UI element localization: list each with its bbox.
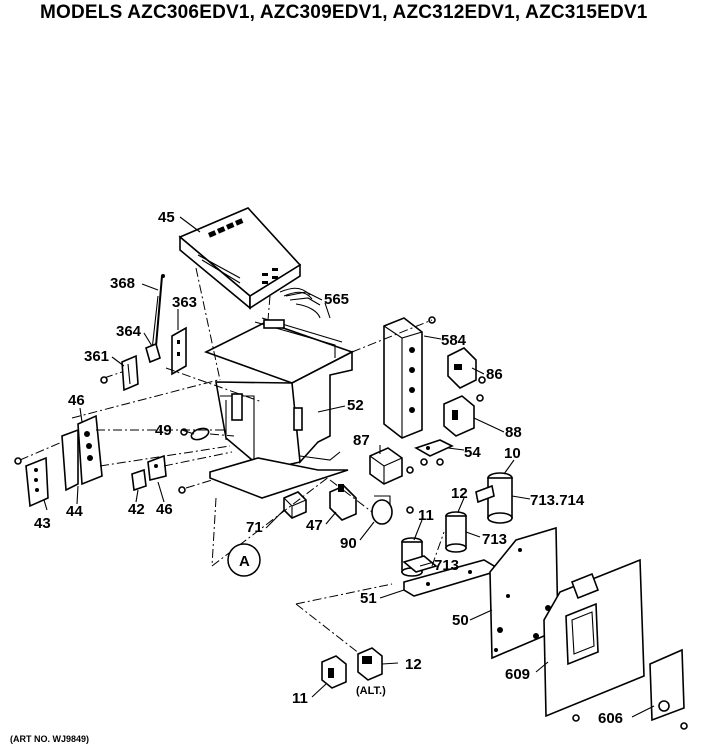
switch-11-alt [321,655,347,689]
page-title: MODELS AZC306EDV1, AZC309EDV1, AZC312EDV… [40,2,648,23]
capacitor-11 [401,537,438,577]
art-number: (ART NO. WJ9849) [10,734,90,744]
cover-plate-43 [25,456,49,508]
callout-71: 71 [246,519,263,536]
callout-12b: 12 [405,656,422,673]
callout-54: 54 [464,444,481,461]
callout-88: 88 [505,424,522,441]
callout-50: 50 [452,612,469,629]
leader-lines [43,216,655,718]
capacitor-10 [475,472,513,524]
panel-609 [543,558,645,722]
bracket-363 [171,326,187,376]
callout-10: 10 [504,445,521,462]
cover-606 [649,648,688,730]
thermistor-49 [180,427,210,441]
callout-labels: 45 368 363 565 584 364 361 86 46 52 88 4… [34,209,623,727]
switch-12-alt [357,647,383,681]
callout-42: 42 [128,501,145,518]
callout-364: 364 [116,323,142,340]
bracket-584 [383,316,436,439]
bracket-46b [147,454,167,481]
sensor-rod-368 [151,274,165,351]
callout-90: 90 [340,535,357,552]
switch-88 [443,394,484,437]
board-50 [489,526,559,660]
callout-363: 363 [172,294,197,311]
callout-584: 584 [441,332,467,349]
assembly-lines [71,267,445,655]
connector-71 [283,491,307,519]
callout-46a: 46 [68,392,85,409]
harness-565 [263,291,323,329]
callout-361: 361 [84,348,109,365]
capacitor-12 [445,511,467,553]
bracket-361 [100,354,139,392]
callout-44: 44 [66,503,83,520]
callout-51: 51 [360,590,377,607]
callout-a: A [239,553,250,570]
callout-43: 43 [34,515,51,532]
clip-42 [131,468,147,492]
callout-368: 368 [110,275,135,292]
callout-86: 86 [486,366,503,383]
callout-45: 45 [158,209,175,226]
callout-713-714: 713.714 [530,492,585,509]
callout-47: 47 [306,517,323,534]
callout-11a: 11 [418,507,434,524]
switch-86 [447,347,486,389]
callout-46b: 46 [156,501,173,518]
terminal-block-44 [61,414,103,492]
callout-565: 565 [324,291,349,308]
callout-12a: 12 [451,485,468,502]
capacitor-90 [371,495,414,525]
callout-713a: 713 [482,531,507,548]
clip-364 [145,342,161,364]
callout-713b: 713 [434,557,459,574]
control-box-52 [203,317,355,499]
callout-52: 52 [347,397,364,414]
callout-609: 609 [505,666,530,683]
control-panel-45 [178,207,313,310]
reference-circle-a [227,543,261,577]
relay-87 [369,447,414,485]
callout-606: 606 [598,710,623,727]
callout-alt: (ALT.) [356,685,386,697]
bracket-54 [414,439,454,466]
callout-11b: 11 [292,690,308,707]
callout-87: 87 [353,432,370,449]
callout-49: 49 [155,422,172,439]
